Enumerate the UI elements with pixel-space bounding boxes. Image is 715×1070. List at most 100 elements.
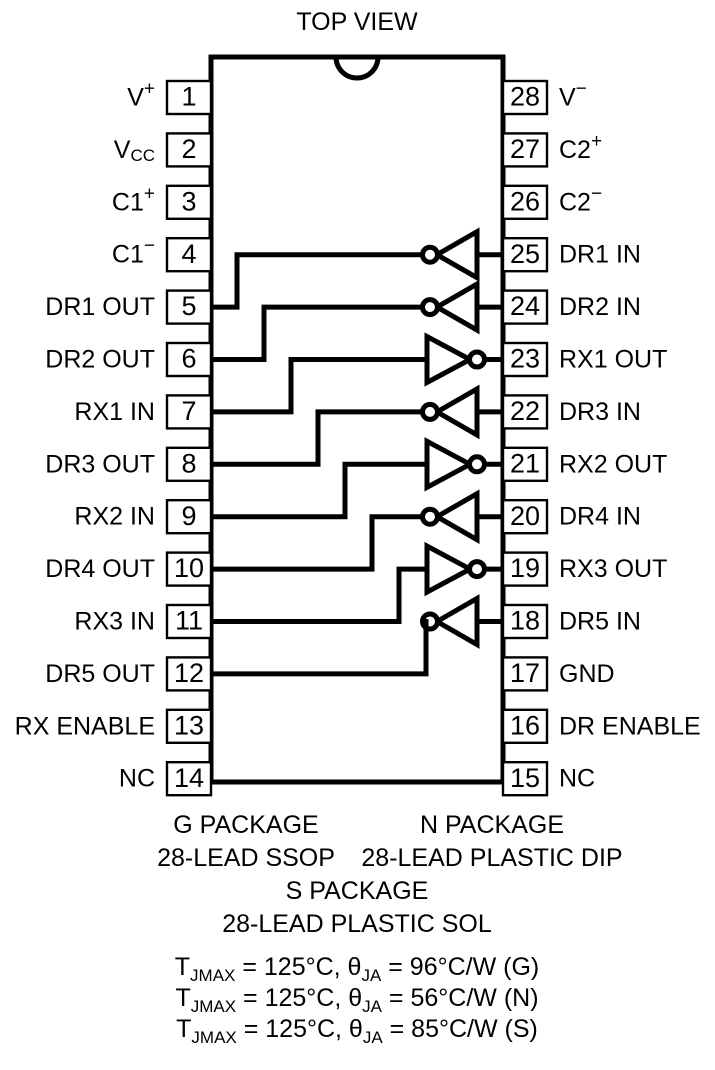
pin-label-15: NC <box>559 764 595 792</box>
pin-box-15 <box>501 761 549 797</box>
thermal-spec-group: TJMAX = 125°C, θJA = 96°C/W (G)TJMAX = 1… <box>175 953 539 1047</box>
pin-12: 12 DR5 OUT <box>45 656 213 692</box>
pin-box-25 <box>501 236 549 273</box>
pin-number-14: 14 <box>174 763 204 793</box>
pin-27: 27 C2+ <box>501 131 602 168</box>
pin-number-4: 4 <box>181 239 196 269</box>
driver-5 <box>211 594 503 677</box>
driver-4-inverting-bubble-icon <box>420 506 440 527</box>
pin-number-24: 24 <box>510 291 540 321</box>
driver-2-output-wire <box>211 304 423 362</box>
pin-label-6: DR2 OUT <box>45 345 155 373</box>
pin-number-8: 8 <box>181 448 196 478</box>
pin-8: 8 DR3 OUT <box>45 446 213 482</box>
pin-box-17 <box>501 656 549 692</box>
pin-label-24: DR2 IN <box>559 293 641 321</box>
pin-label-19: RX3 OUT <box>559 555 667 583</box>
pin-label-3: C1+ <box>112 183 155 216</box>
pin-number-6: 6 <box>181 344 196 374</box>
thermal-line-3: TJMAX = 125°C, θJA = 85°C/W (S) <box>176 1015 538 1047</box>
pin-6: 6 DR2 OUT <box>45 341 213 378</box>
pin-box-4 <box>165 236 213 273</box>
pin-7: 7 RX1 IN <box>74 394 213 430</box>
pin-number-7: 7 <box>181 396 196 426</box>
pin-number-28: 28 <box>510 82 540 112</box>
package-s-name: S PACKAGE <box>286 877 429 905</box>
pin-number-20: 20 <box>510 501 540 531</box>
receiver-3-input-wire <box>211 566 427 624</box>
pin-label-1: V+ <box>127 79 155 112</box>
receiver-1-inverting-bubble-icon <box>467 349 487 370</box>
pin-box-22 <box>501 394 549 430</box>
driver-3 <box>211 384 503 467</box>
driver-4 <box>211 489 503 572</box>
pin-box-28 <box>501 79 549 116</box>
driver-4-output-wire <box>211 514 423 572</box>
pin-number-26: 26 <box>510 186 540 216</box>
pin-number-5: 5 <box>181 291 196 321</box>
pin-number-12: 12 <box>174 658 204 688</box>
pin-box-3 <box>165 184 213 221</box>
pin-label-27: C2+ <box>559 131 602 164</box>
top-view-title: TOP VIEW <box>296 8 418 36</box>
receiver-2 <box>211 437 503 520</box>
pin-label-18: DR5 IN <box>559 607 641 635</box>
pin-box-2 <box>165 132 213 168</box>
receiver-1-input-wire <box>211 357 427 415</box>
pin-number-13: 13 <box>174 710 204 740</box>
pin-label-7: RX1 IN <box>74 398 155 426</box>
pin-number-23: 23 <box>510 344 540 374</box>
pin-number-10: 10 <box>174 553 204 583</box>
package-s-description: 28-LEAD PLASTIC SOL <box>222 910 492 938</box>
pin-label-8: DR3 OUT <box>45 450 155 478</box>
pin-label-5: DR1 OUT <box>45 293 155 321</box>
pin-number-17: 17 <box>510 658 540 688</box>
pin-28: 28 V− <box>501 79 587 116</box>
pin-box-21 <box>501 446 549 482</box>
package-n-description: 28-LEAD PLASTIC DIP <box>361 844 622 872</box>
pin-box-26 <box>501 184 549 221</box>
pin-number-19: 19 <box>510 553 540 583</box>
pin-label-28: V− <box>559 79 587 112</box>
pin-number-16: 16 <box>510 710 540 740</box>
thermal-line-1: TJMAX = 125°C, θJA = 96°C/W (G) <box>175 953 539 985</box>
pin-label-25: DR1 IN <box>559 240 641 268</box>
pin-box-14 <box>165 761 213 797</box>
pin-box-24 <box>501 289 549 325</box>
receiver-2-inverting-bubble-icon <box>467 454 487 475</box>
driver-2 <box>211 279 503 362</box>
pin-label-21: RX2 OUT <box>559 450 667 478</box>
pin-box-27 <box>501 132 549 168</box>
package-n-name: N PACKAGE <box>420 811 564 839</box>
driver-3-inverting-bubble-icon <box>420 401 440 422</box>
pin-number-27: 27 <box>510 134 540 164</box>
pin-number-1: 1 <box>181 82 196 112</box>
receiver-3 <box>211 541 503 624</box>
pin-number-15: 15 <box>510 763 540 793</box>
pin-3: 3C1+ <box>112 183 213 221</box>
pin-box-13 <box>165 708 213 744</box>
driver-1-output-wire <box>211 252 423 310</box>
pin-label-22: DR3 IN <box>559 398 641 426</box>
pin-label-12: DR5 OUT <box>45 660 155 688</box>
pin-label-26: C2− <box>559 183 602 216</box>
thermal-line-2: TJMAX = 125°C, θJA = 56°C/W (N) <box>175 984 538 1016</box>
pin-26: 26 C2− <box>501 183 602 221</box>
driver-5-output-wire <box>211 619 429 677</box>
internal-logic-group <box>211 227 503 677</box>
pin-box-1 <box>165 79 213 116</box>
pin-box-10 <box>165 551 213 587</box>
driver-1 <box>211 227 503 310</box>
